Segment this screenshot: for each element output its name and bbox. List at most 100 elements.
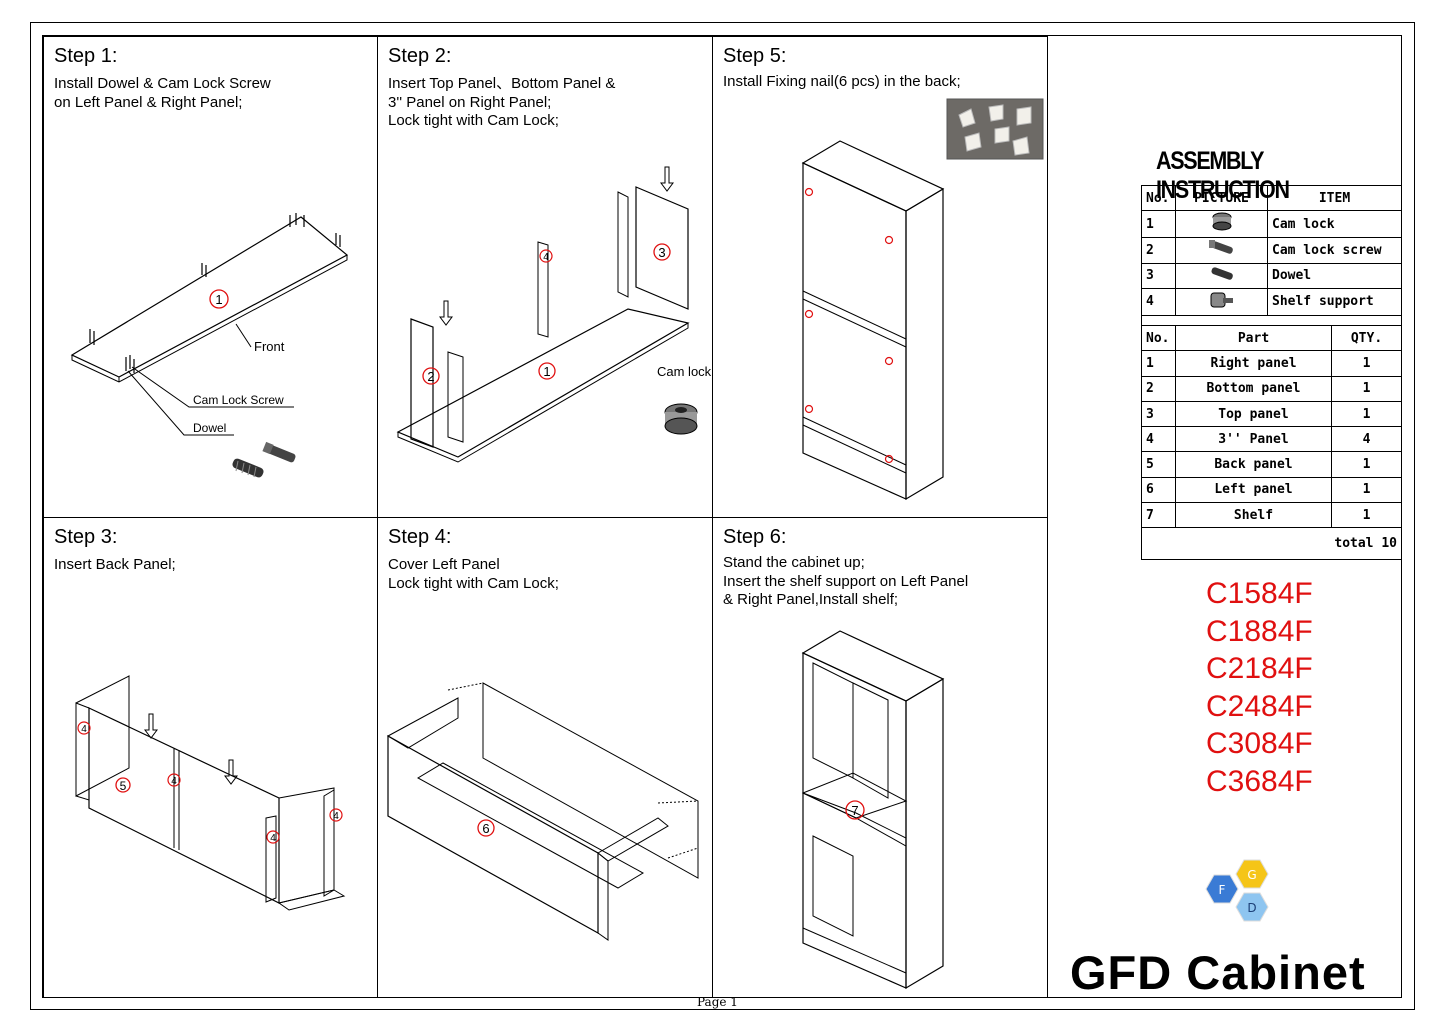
dowel-icon — [1175, 262, 1268, 289]
hardware-item: Dowel — [1267, 262, 1402, 289]
part-no: 6 — [1141, 476, 1176, 504]
part-name: Right panel — [1175, 350, 1332, 377]
step-4-text: Cover Left Panel Lock tight with Cam Loc… — [388, 556, 559, 592]
step-4-illustration: 6 — [386, 682, 699, 941]
parts-header-part: Part — [1175, 324, 1332, 352]
logo-letter-d: D — [1247, 901, 1256, 915]
part-qty: 1 — [1331, 375, 1402, 402]
gfd-logo: G F D — [1205, 859, 1269, 922]
cam-lock-icon — [1175, 210, 1268, 239]
part-qty: 1 — [1331, 350, 1402, 377]
front-callout: Front — [254, 339, 285, 354]
part-no: 3 — [1141, 400, 1176, 428]
part-no: 7 — [1141, 502, 1176, 529]
step-2-part-1: 1 — [543, 364, 550, 379]
step-2-illustration: 2 1 3 4 Cam lock — [396, 166, 712, 463]
step-3-illustration: 5 4 4 4 4 — [75, 675, 346, 911]
fixing-nail-photo — [946, 98, 1044, 160]
part-qty: 1 — [1331, 451, 1402, 478]
parts-header-row: No. Part QTY. — [1141, 324, 1402, 352]
part-name: Top panel — [1175, 400, 1332, 428]
model-code: C1584F — [1206, 577, 1313, 610]
part-qty: 1 — [1331, 502, 1402, 529]
part-name: 3'' Panel — [1175, 426, 1332, 453]
hardware-header-picture: PICTURE — [1175, 184, 1268, 212]
page-outer-frame — [30, 22, 1415, 1010]
step-3-panel: Step 3: Insert Back Panel; 5 4 4 4 4 — [43, 517, 378, 998]
step-2-part-4: 4 — [543, 252, 549, 263]
step-4-part-6: 6 — [482, 821, 489, 836]
hardware-table: No. PICTURE ITEM 1 Cam lock 2 Cam lock s… — [1141, 184, 1402, 316]
logo-letter-f: F — [1219, 883, 1226, 897]
brand-name: GFD Cabinet — [1070, 946, 1366, 999]
step-2-part-2: 2 — [427, 369, 434, 384]
hardware-no: 1 — [1141, 210, 1176, 239]
hardware-no: 3 — [1141, 262, 1176, 289]
cam-lock-icon — [664, 403, 698, 435]
step-5-text: Install Fixing nail(6 pcs) in the back; — [723, 73, 961, 90]
hardware-item: Cam lock — [1267, 210, 1402, 239]
part-no: 4 — [1141, 426, 1176, 453]
hardware-item: Shelf support — [1267, 287, 1402, 316]
table-row: 2 Cam lock screw — [1141, 237, 1402, 264]
part-qty: 1 — [1331, 400, 1402, 428]
step-3-text: Insert Back Panel; — [54, 556, 176, 573]
model-code: C2484F — [1206, 689, 1313, 723]
step-3-part-4c: 4 — [270, 833, 276, 844]
step-6-text: Stand the cabinet up; Insert the shelf s… — [723, 554, 969, 608]
step-4-panel: Step 4: Cover Left Panel Lock tight with… — [377, 517, 713, 998]
part-no: 2 — [1141, 375, 1176, 402]
parts-header-qty: QTY. — [1331, 324, 1402, 352]
cam-lock-callout: Cam lock — [657, 364, 712, 379]
step-3-part-5: 5 — [120, 779, 127, 793]
hardware-header-no: No. — [1141, 184, 1176, 212]
step-1-part-number: 1 — [215, 292, 222, 307]
part-no: 1 — [1141, 350, 1176, 377]
step-6-title: Step 6: — [723, 526, 787, 548]
shelf-support-icon — [1175, 287, 1268, 316]
part-qty: 4 — [1331, 426, 1402, 453]
model-list: C1584F C1884F C2184F C2484F C3084F C3684… — [1206, 575, 1313, 800]
step-2-text: Insert Top Panel、Bottom Panel & 3'' Pane… — [388, 75, 616, 129]
dowel-icon — [232, 458, 264, 478]
step-5-title: Step 5: — [723, 45, 787, 67]
step-6-part-7: 7 — [851, 803, 858, 818]
step-5-illustration — [801, 98, 1044, 501]
step-1-title: Step 1: — [54, 45, 118, 67]
part-name: Bottom panel — [1175, 375, 1332, 402]
step-3-part-4b: 4 — [171, 776, 177, 787]
assembly-sidebar: ASSEMBLY INSTRUCTION No. PICTURE ITEM 1 … — [1046, 35, 1402, 999]
cam-lock-screw-icon — [262, 441, 296, 463]
table-row: 1 Cam lock — [1141, 210, 1402, 239]
step-1-panel: Step 1: Install Dowel & Cam Lock Screw o… — [43, 36, 378, 518]
table-row: 4 Shelf support — [1141, 287, 1402, 316]
step-3-part-4d: 4 — [333, 811, 339, 822]
cam-lock-screw-callout: Cam Lock Screw — [193, 393, 284, 407]
parts-total-row: total 10 — [1141, 527, 1402, 561]
step-1-illustration: 1 Front Cam Lock Screw Dowel — [70, 213, 349, 478]
parts-header-no: No. — [1141, 324, 1176, 352]
model-code: C3084F — [1206, 727, 1313, 760]
model-code: C2184F — [1206, 652, 1313, 685]
part-qty: 1 — [1331, 476, 1402, 504]
page-footer: Page 1 — [697, 995, 738, 1009]
table-row: 3 Dowel — [1141, 262, 1402, 289]
hardware-item: Cam lock screw — [1267, 237, 1402, 264]
step-2-part-3: 3 — [658, 245, 665, 260]
part-name: Back panel — [1175, 451, 1332, 478]
step-6-illustration: 7 — [801, 630, 945, 990]
step-3-part-4a: 4 — [81, 724, 87, 735]
hardware-no: 2 — [1141, 237, 1176, 264]
table-spacer — [1141, 313, 1402, 325]
step-3-title: Step 3: — [54, 526, 118, 548]
parts-total: total 10 — [1141, 527, 1402, 561]
model-code: C1884F — [1206, 614, 1313, 648]
step-1-text: Install Dowel & Cam Lock Screw on Left P… — [54, 75, 271, 111]
step-5-panel: Step 5: Install Fixing nail(6 pcs) in th… — [712, 36, 1048, 518]
